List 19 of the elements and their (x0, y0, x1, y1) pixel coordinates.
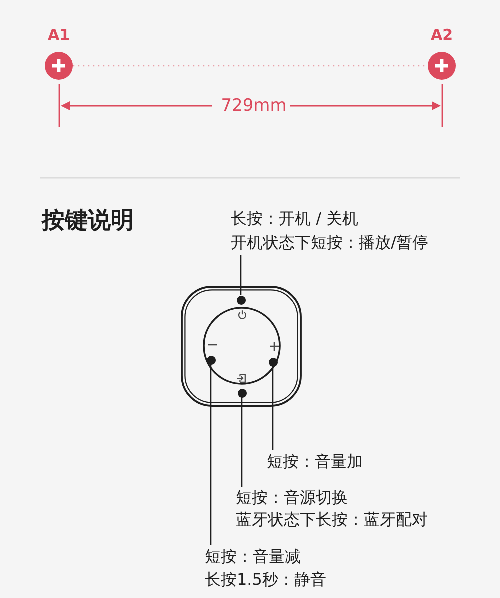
leader-line (240, 255, 242, 296)
instruction-text: 短按：音源切换 (236, 487, 349, 509)
point-label: A1 (46, 26, 72, 44)
instruction-text: 短按：音量加 (267, 451, 363, 473)
dot-icon (236, 296, 246, 304)
point-label: A2 (430, 26, 454, 44)
instruction-text: 蓝牙状态下长按：蓝牙配对 (236, 509, 428, 531)
instruction-text: 开机状态下短按：播放/暂停 (231, 232, 428, 254)
leader-line (241, 398, 243, 487)
dot-icon (206, 356, 216, 364)
instruction-text: 短按：音量减 (205, 546, 302, 568)
section-heading: 按键说明 (42, 207, 134, 235)
dot-icon (268, 358, 278, 366)
instruction-text: 长按：开机 / 关机 (231, 208, 360, 230)
leader-line (272, 366, 274, 450)
dimension-label: 729mm (221, 96, 287, 116)
leader-line (210, 364, 212, 545)
dot-icon (238, 388, 246, 398)
instruction-text: 长按1.5秒：静音 (205, 569, 326, 591)
